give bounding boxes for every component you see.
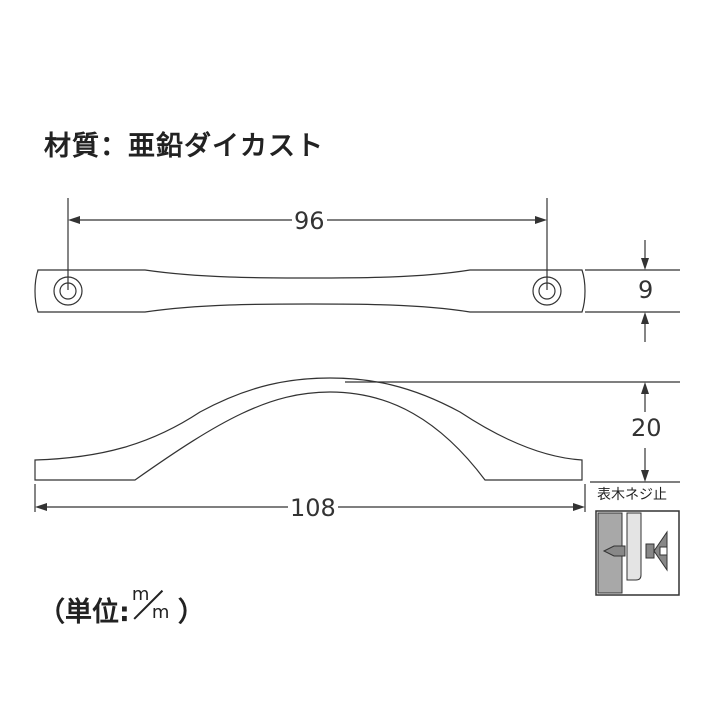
- unit-numerator: m: [131, 584, 150, 605]
- handle-top-view: [34, 269, 586, 313]
- unit-suffix: ）: [177, 597, 205, 628]
- dimension-width: 9: [636, 276, 656, 304]
- unit-prefix: （単位:: [38, 597, 130, 628]
- mount-hole-right-inner: [538, 282, 556, 300]
- dimension-height: 20: [629, 414, 664, 442]
- screw-detail-illustration: [595, 510, 680, 596]
- material-label: 材質：亜鉛ダイカスト: [44, 131, 324, 162]
- dimension-hole-pitch: 96: [292, 207, 327, 235]
- mount-hole-left-outer: [53, 276, 83, 306]
- mount-hole-left-inner: [59, 282, 77, 300]
- mount-hole-right-outer: [532, 276, 562, 306]
- screw-detail-label: 表木ネジ止: [597, 487, 667, 503]
- unit-denominator: m: [151, 602, 170, 623]
- dimension-length: 108: [288, 494, 338, 522]
- handle-side-view: [34, 377, 583, 481]
